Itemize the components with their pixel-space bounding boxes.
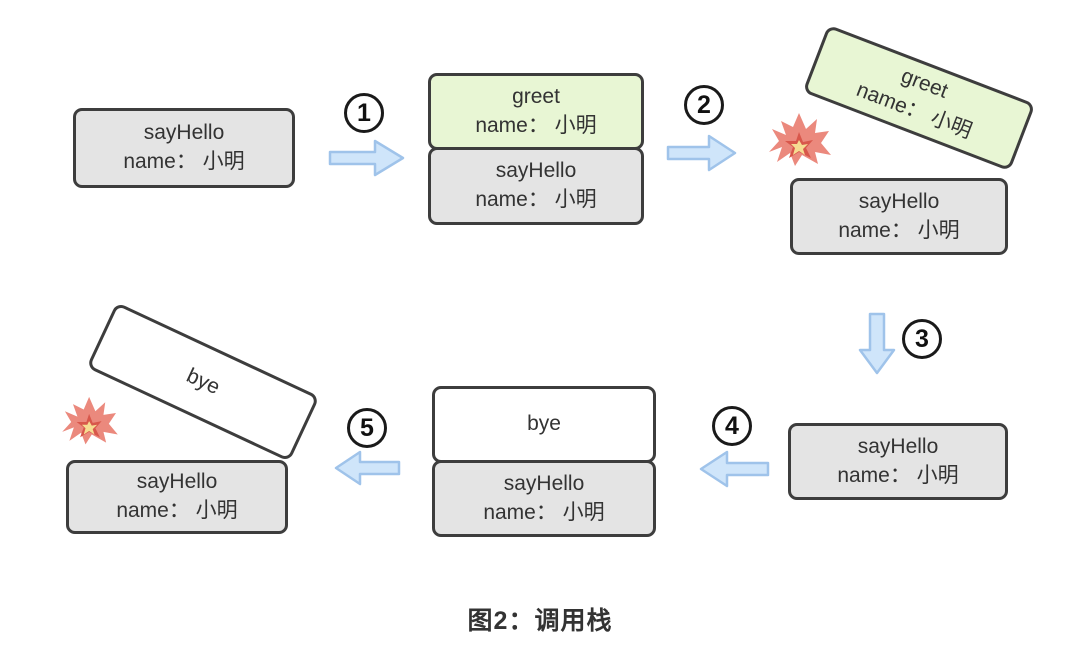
explosion-icon bbox=[62, 396, 118, 445]
frame-sayhello-final: sayHello name： 小明 bbox=[66, 460, 288, 534]
frame-title: sayHello bbox=[136, 470, 218, 494]
arrow-down-icon bbox=[858, 312, 896, 375]
step-badge-5: 5 bbox=[347, 408, 387, 448]
explosion-icon bbox=[769, 113, 831, 166]
frame-title: sayHello bbox=[857, 434, 939, 458]
frame-arg: name： 小明 bbox=[483, 500, 605, 524]
step-number: 1 bbox=[357, 98, 371, 127]
frame-arg: name： 小明 bbox=[475, 188, 597, 211]
step-badge-1: 1 bbox=[344, 93, 384, 133]
frame-greet-popped: greet name： 小明 bbox=[802, 24, 1036, 172]
frame-arg: name： 小明 bbox=[475, 113, 597, 137]
frame-bye-popped: bye bbox=[86, 302, 320, 462]
frame-title: bye bbox=[183, 363, 224, 399]
step-number: 2 bbox=[697, 90, 711, 119]
arrow-left-icon bbox=[699, 450, 770, 488]
frame-sayhello-only: sayHello name： 小明 bbox=[788, 423, 1008, 500]
step-number: 3 bbox=[915, 324, 929, 353]
arrow-right-icon bbox=[328, 139, 405, 177]
frame-arg: name： 小明 bbox=[837, 463, 959, 487]
step-badge-2: 2 bbox=[684, 85, 724, 125]
frame-sayhello-under-bye: sayHello name： 小明 bbox=[432, 460, 656, 537]
arrow-right-icon bbox=[666, 134, 737, 172]
frame-arg: name： 小明 bbox=[123, 150, 245, 173]
frame-title: sayHello bbox=[143, 121, 225, 145]
step-badge-3: 3 bbox=[902, 319, 942, 359]
step-number: 5 bbox=[360, 413, 374, 442]
frame-title: sayHello bbox=[503, 471, 585, 495]
figure-caption: 图2：调用栈 bbox=[467, 607, 613, 635]
frame-title: greet bbox=[512, 84, 560, 108]
frame-arg: name： 小明 bbox=[116, 499, 238, 522]
arrow-left-icon bbox=[334, 450, 401, 486]
frame-title: sayHello bbox=[495, 159, 577, 183]
frame-sayhello-initial: sayHello name： 小明 bbox=[73, 108, 295, 188]
step-number: 4 bbox=[725, 411, 739, 440]
step-badge-4: 4 bbox=[712, 406, 752, 446]
frame-greet-pushed: greet name： 小明 bbox=[428, 73, 644, 150]
frame-title: sayHello bbox=[858, 189, 940, 213]
frame-sayhello-after-greet: sayHello name： 小明 bbox=[790, 178, 1008, 255]
frame-bye-pushed: bye bbox=[432, 386, 656, 463]
frame-title: bye bbox=[527, 412, 561, 436]
frame-sayhello-under-greet: sayHello name： 小明 bbox=[428, 147, 644, 225]
frame-arg: name： 小明 bbox=[838, 218, 960, 242]
